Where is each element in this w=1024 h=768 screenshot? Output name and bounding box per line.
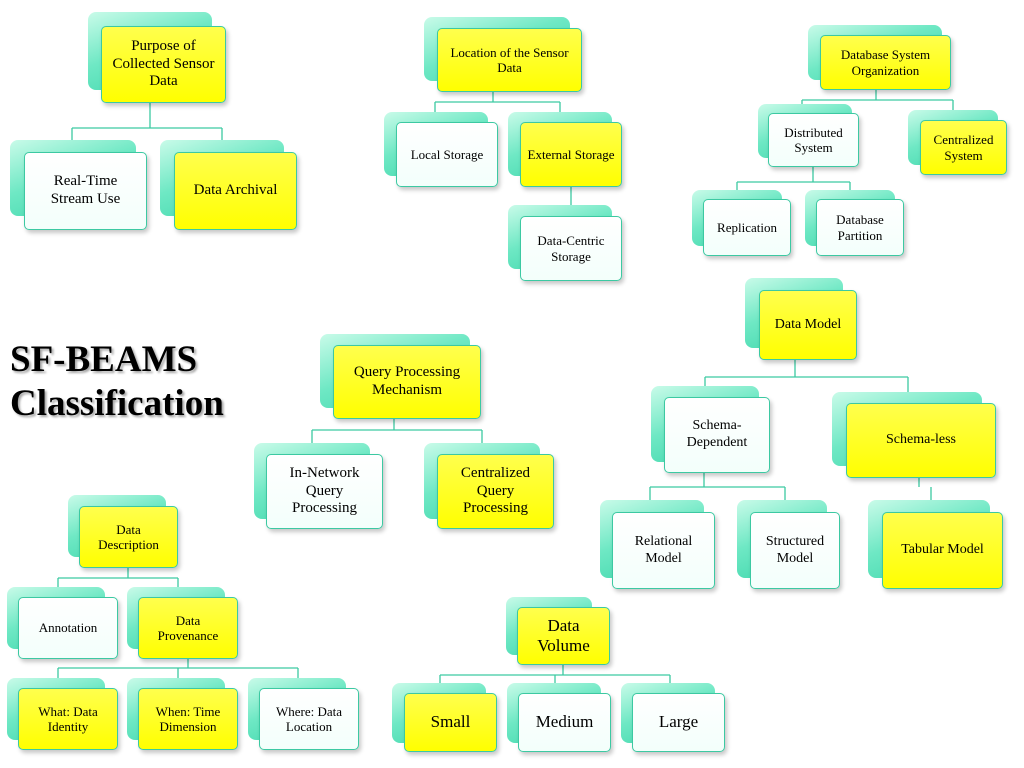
node-large: Large <box>632 693 725 752</box>
node-data-centric-storage: Data-Centric Storage <box>520 216 622 281</box>
node-data-description: Data Description <box>79 506 178 568</box>
node-relational-model: Relational Model <box>612 512 715 589</box>
node-data-archival: Data Archival <box>174 152 297 230</box>
title-line-2: Classification <box>10 383 224 424</box>
slide-title: SF-BEAMS Classification <box>10 338 260 426</box>
node-replication: Replication <box>703 199 791 256</box>
node-query-processing-mechanism: Query Processing Mechanism <box>333 345 481 419</box>
node-schema-dependent: Schema-Dependent <box>664 397 770 473</box>
node-data-volume: Data Volume <box>517 607 610 665</box>
node-location-of-the-sensor-data: Location of the Sensor Data <box>437 28 582 92</box>
node-structured-model: Structured Model <box>750 512 840 589</box>
node-medium: Medium <box>518 693 611 752</box>
node-schema-less: Schema-less <box>846 403 996 478</box>
node-purpose-of-collected-sensor-data: Purpose of Collected Sensor Data <box>101 26 226 103</box>
node-data-provenance: Data Provenance <box>138 597 238 659</box>
node-centralized-query-processing: Centralized Query Processing <box>437 454 554 529</box>
node-real-time-stream-use: Real-Time Stream Use <box>24 152 147 230</box>
node-small: Small <box>404 693 497 752</box>
node-data-model: Data Model <box>759 290 857 360</box>
node-tabular-model: Tabular Model <box>882 512 1003 589</box>
node-external-storage: External Storage <box>520 122 622 187</box>
node-distributed-system: Distributed System <box>768 113 859 167</box>
node-local-storage: Local Storage <box>396 122 498 187</box>
node-where-data-location: Where: Data Location <box>259 688 359 750</box>
node-database-partition: Database Partition <box>816 199 904 256</box>
node-when-time-dimension: When: Time Dimension <box>138 688 238 750</box>
node-what-data-identity: What: Data Identity <box>18 688 118 750</box>
node-centralized-system: Centralized System <box>920 120 1007 175</box>
title-line-1: SF-BEAMS <box>10 339 198 380</box>
node-annotation: Annotation <box>18 597 118 659</box>
node-in-network-query-processing: In-Network Query Processing <box>266 454 383 529</box>
node-database-system-organization: Database System Organization <box>820 35 951 90</box>
